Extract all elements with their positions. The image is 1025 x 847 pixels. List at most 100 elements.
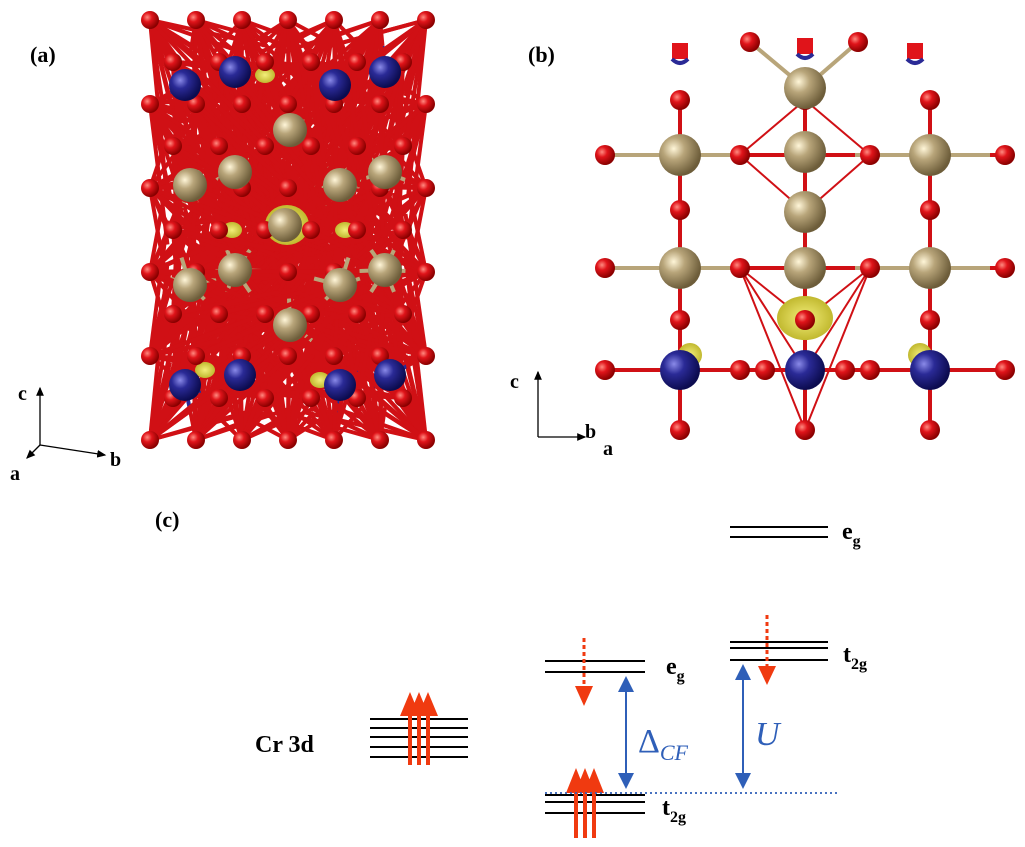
oxygen-atom xyxy=(325,347,343,365)
oxygen-atom xyxy=(795,420,815,440)
chromium-atom xyxy=(219,56,251,88)
oxygen-atom xyxy=(302,389,320,407)
bond xyxy=(355,333,373,399)
bond xyxy=(263,144,327,210)
bond xyxy=(286,186,338,231)
oxygen-atom xyxy=(141,431,159,449)
axis-label-a: a xyxy=(603,438,613,460)
bond xyxy=(332,103,362,188)
oxygen-atom xyxy=(164,305,182,323)
bond xyxy=(286,19,339,146)
chromium-atom xyxy=(319,69,351,101)
crystal-structure-a xyxy=(141,11,435,449)
spin-density-cut xyxy=(672,43,688,59)
axis-label-b: b xyxy=(585,421,596,443)
oxygen-atom xyxy=(325,431,343,449)
bond xyxy=(309,61,350,167)
bond xyxy=(355,145,373,209)
oxygen-atom xyxy=(164,221,182,239)
oxygen-atom xyxy=(210,137,228,155)
bond xyxy=(148,362,172,441)
bond xyxy=(381,186,428,238)
bond xyxy=(739,99,806,156)
oxygen-atom xyxy=(730,258,750,278)
metal-atom xyxy=(784,191,826,233)
oxygen-atom xyxy=(835,360,855,380)
metal-atom xyxy=(784,247,826,289)
metal-atom xyxy=(368,253,402,287)
crystal-structure-b xyxy=(595,32,1015,440)
oxygen-atom xyxy=(348,53,366,71)
axis-label-c: c xyxy=(510,371,519,393)
oxygen-atom xyxy=(187,347,205,365)
oxygen-atom xyxy=(995,145,1015,165)
oxygen-atom xyxy=(279,431,297,449)
bond xyxy=(259,354,290,441)
bond xyxy=(804,99,871,156)
oxygen-atom xyxy=(302,221,320,239)
bond xyxy=(403,354,428,441)
spin-density-cut xyxy=(795,52,815,60)
bond xyxy=(739,267,806,431)
oxygen-atom xyxy=(394,137,412,155)
oxygen-atom xyxy=(730,360,750,380)
oxygen-atom xyxy=(920,90,940,110)
axis-label-a: a xyxy=(10,463,20,485)
oxygen-atom xyxy=(348,305,366,323)
bond xyxy=(381,318,428,358)
chromium-atom xyxy=(910,350,950,390)
oxygen-atom xyxy=(164,137,182,155)
oxygen-atom xyxy=(920,310,940,330)
bond xyxy=(804,267,871,431)
oxygen-atom xyxy=(325,11,343,29)
bond xyxy=(148,312,172,441)
oxygen-atom xyxy=(417,11,435,29)
oxygen-atom xyxy=(256,53,274,71)
oxygen-atom xyxy=(279,263,297,281)
oxygen-atom xyxy=(417,95,435,113)
metal-atom xyxy=(784,67,826,109)
oxygen-atom xyxy=(394,221,412,239)
bond xyxy=(333,242,382,357)
axis-label-c: c xyxy=(18,383,27,405)
oxygen-atom xyxy=(187,431,205,449)
oxygen-atom xyxy=(995,258,1015,278)
chromium-atom xyxy=(374,359,406,391)
chromium-atom xyxy=(324,369,356,401)
bond xyxy=(148,103,172,195)
oxygen-atom xyxy=(394,305,412,323)
metal-atom xyxy=(659,134,701,176)
bond xyxy=(149,311,269,358)
spin-density-cut xyxy=(907,43,923,59)
oxygen-atom xyxy=(302,137,320,155)
t2g-label-u: t2g xyxy=(843,642,867,673)
metal-atom xyxy=(909,247,951,289)
bond xyxy=(171,144,258,218)
oxygen-atom xyxy=(210,389,228,407)
oxygen-atom xyxy=(417,263,435,281)
metal-atom xyxy=(659,247,701,289)
spin-density-cut xyxy=(797,38,813,54)
metal-atom xyxy=(323,268,357,302)
bond xyxy=(403,19,428,146)
bond xyxy=(148,271,170,330)
oxygen-atom xyxy=(670,90,690,110)
energy-level-diagram: Cr 3d eg t2g ΔCF eg xyxy=(255,519,867,838)
axis-label-b: b xyxy=(110,449,121,471)
oxygen-atom xyxy=(141,179,159,197)
metal-atom xyxy=(218,253,252,287)
oxygen-atom xyxy=(848,32,868,52)
bond xyxy=(240,102,316,189)
eg-label-cf: eg xyxy=(666,654,685,685)
oxygen-atom xyxy=(256,389,274,407)
bond xyxy=(172,290,280,316)
oxygen-atom xyxy=(417,179,435,197)
panel-c-label: (c) xyxy=(155,507,179,532)
oxygen-atom xyxy=(371,95,389,113)
oxygen-atom xyxy=(595,145,615,165)
hubbard-levels xyxy=(730,526,828,661)
oxygen-atom xyxy=(730,145,750,165)
bond xyxy=(358,19,382,153)
oxygen-atom xyxy=(920,200,940,220)
